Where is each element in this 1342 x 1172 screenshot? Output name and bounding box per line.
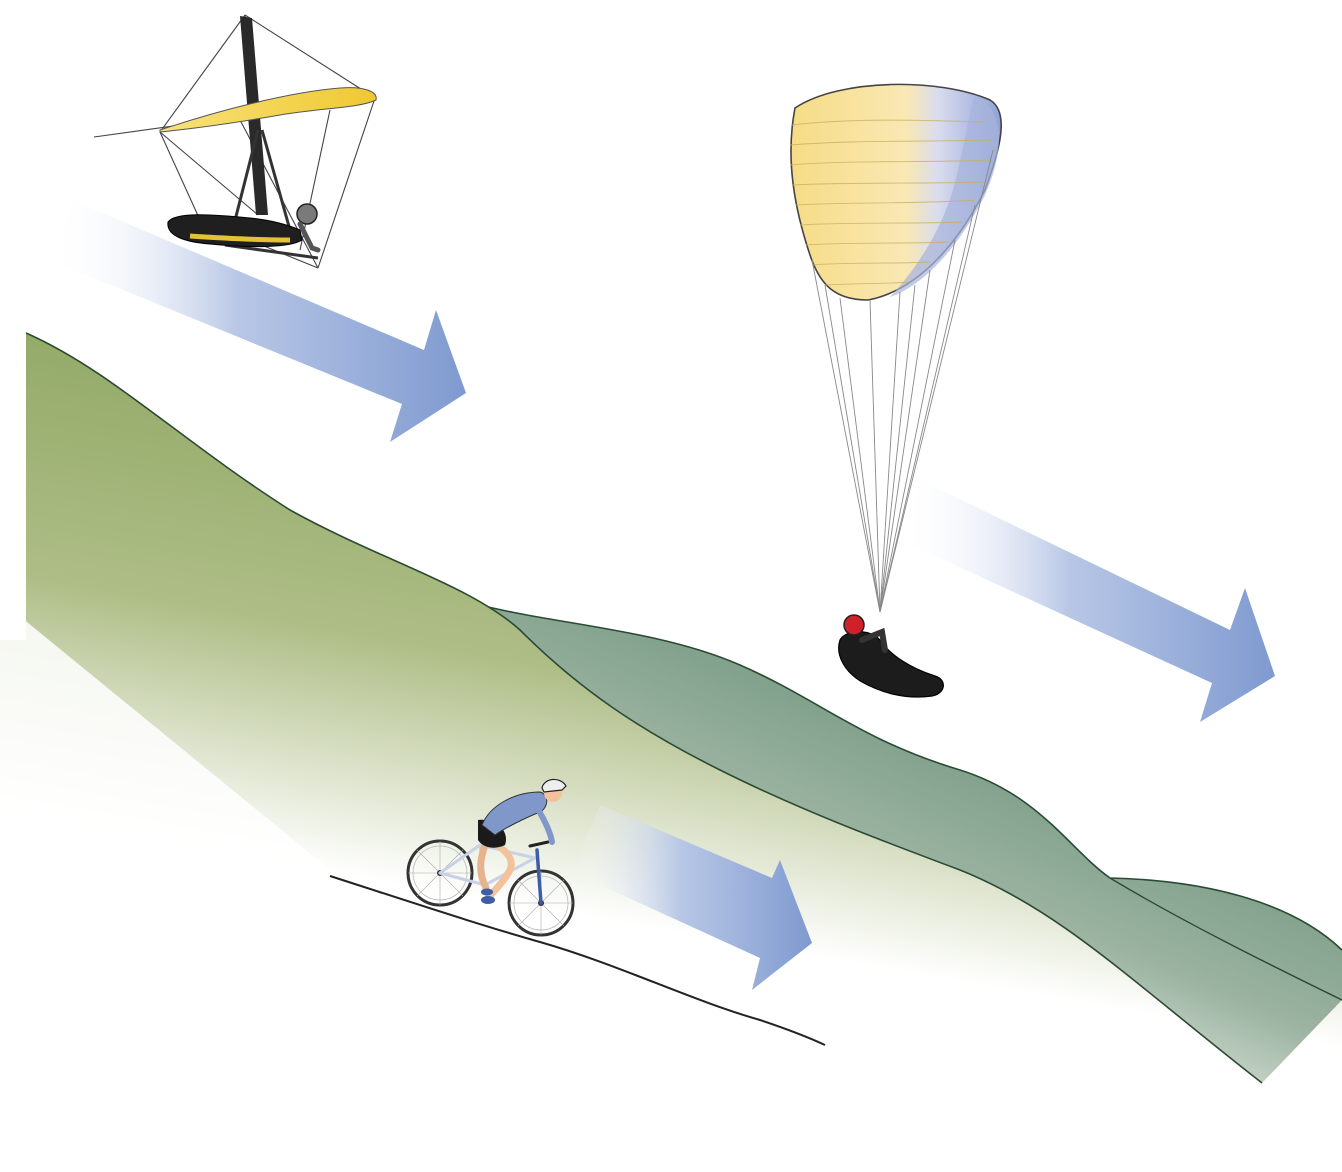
front-hill-ridge [25, 332, 1263, 1084]
front-hill-edge-right [1109, 877, 1342, 1001]
wind-arrow-hang-glider [50, 200, 466, 442]
back-hill-ridge [479, 604, 1342, 951]
wind-arrow-cyclist [572, 805, 812, 990]
bike-trail [329, 875, 826, 1046]
cyclist-helmet [541, 778, 567, 793]
hang-glider-wing [159, 87, 377, 133]
paraglider-harness [838, 631, 944, 698]
wind-arrow-paraglider [900, 480, 1275, 722]
mountain-biker [406, 778, 575, 937]
paraglider-helmet [843, 614, 865, 636]
hang-glider-helmet [296, 203, 318, 225]
paraglider [789, 83, 1002, 698]
hang-glider [93, 14, 377, 269]
